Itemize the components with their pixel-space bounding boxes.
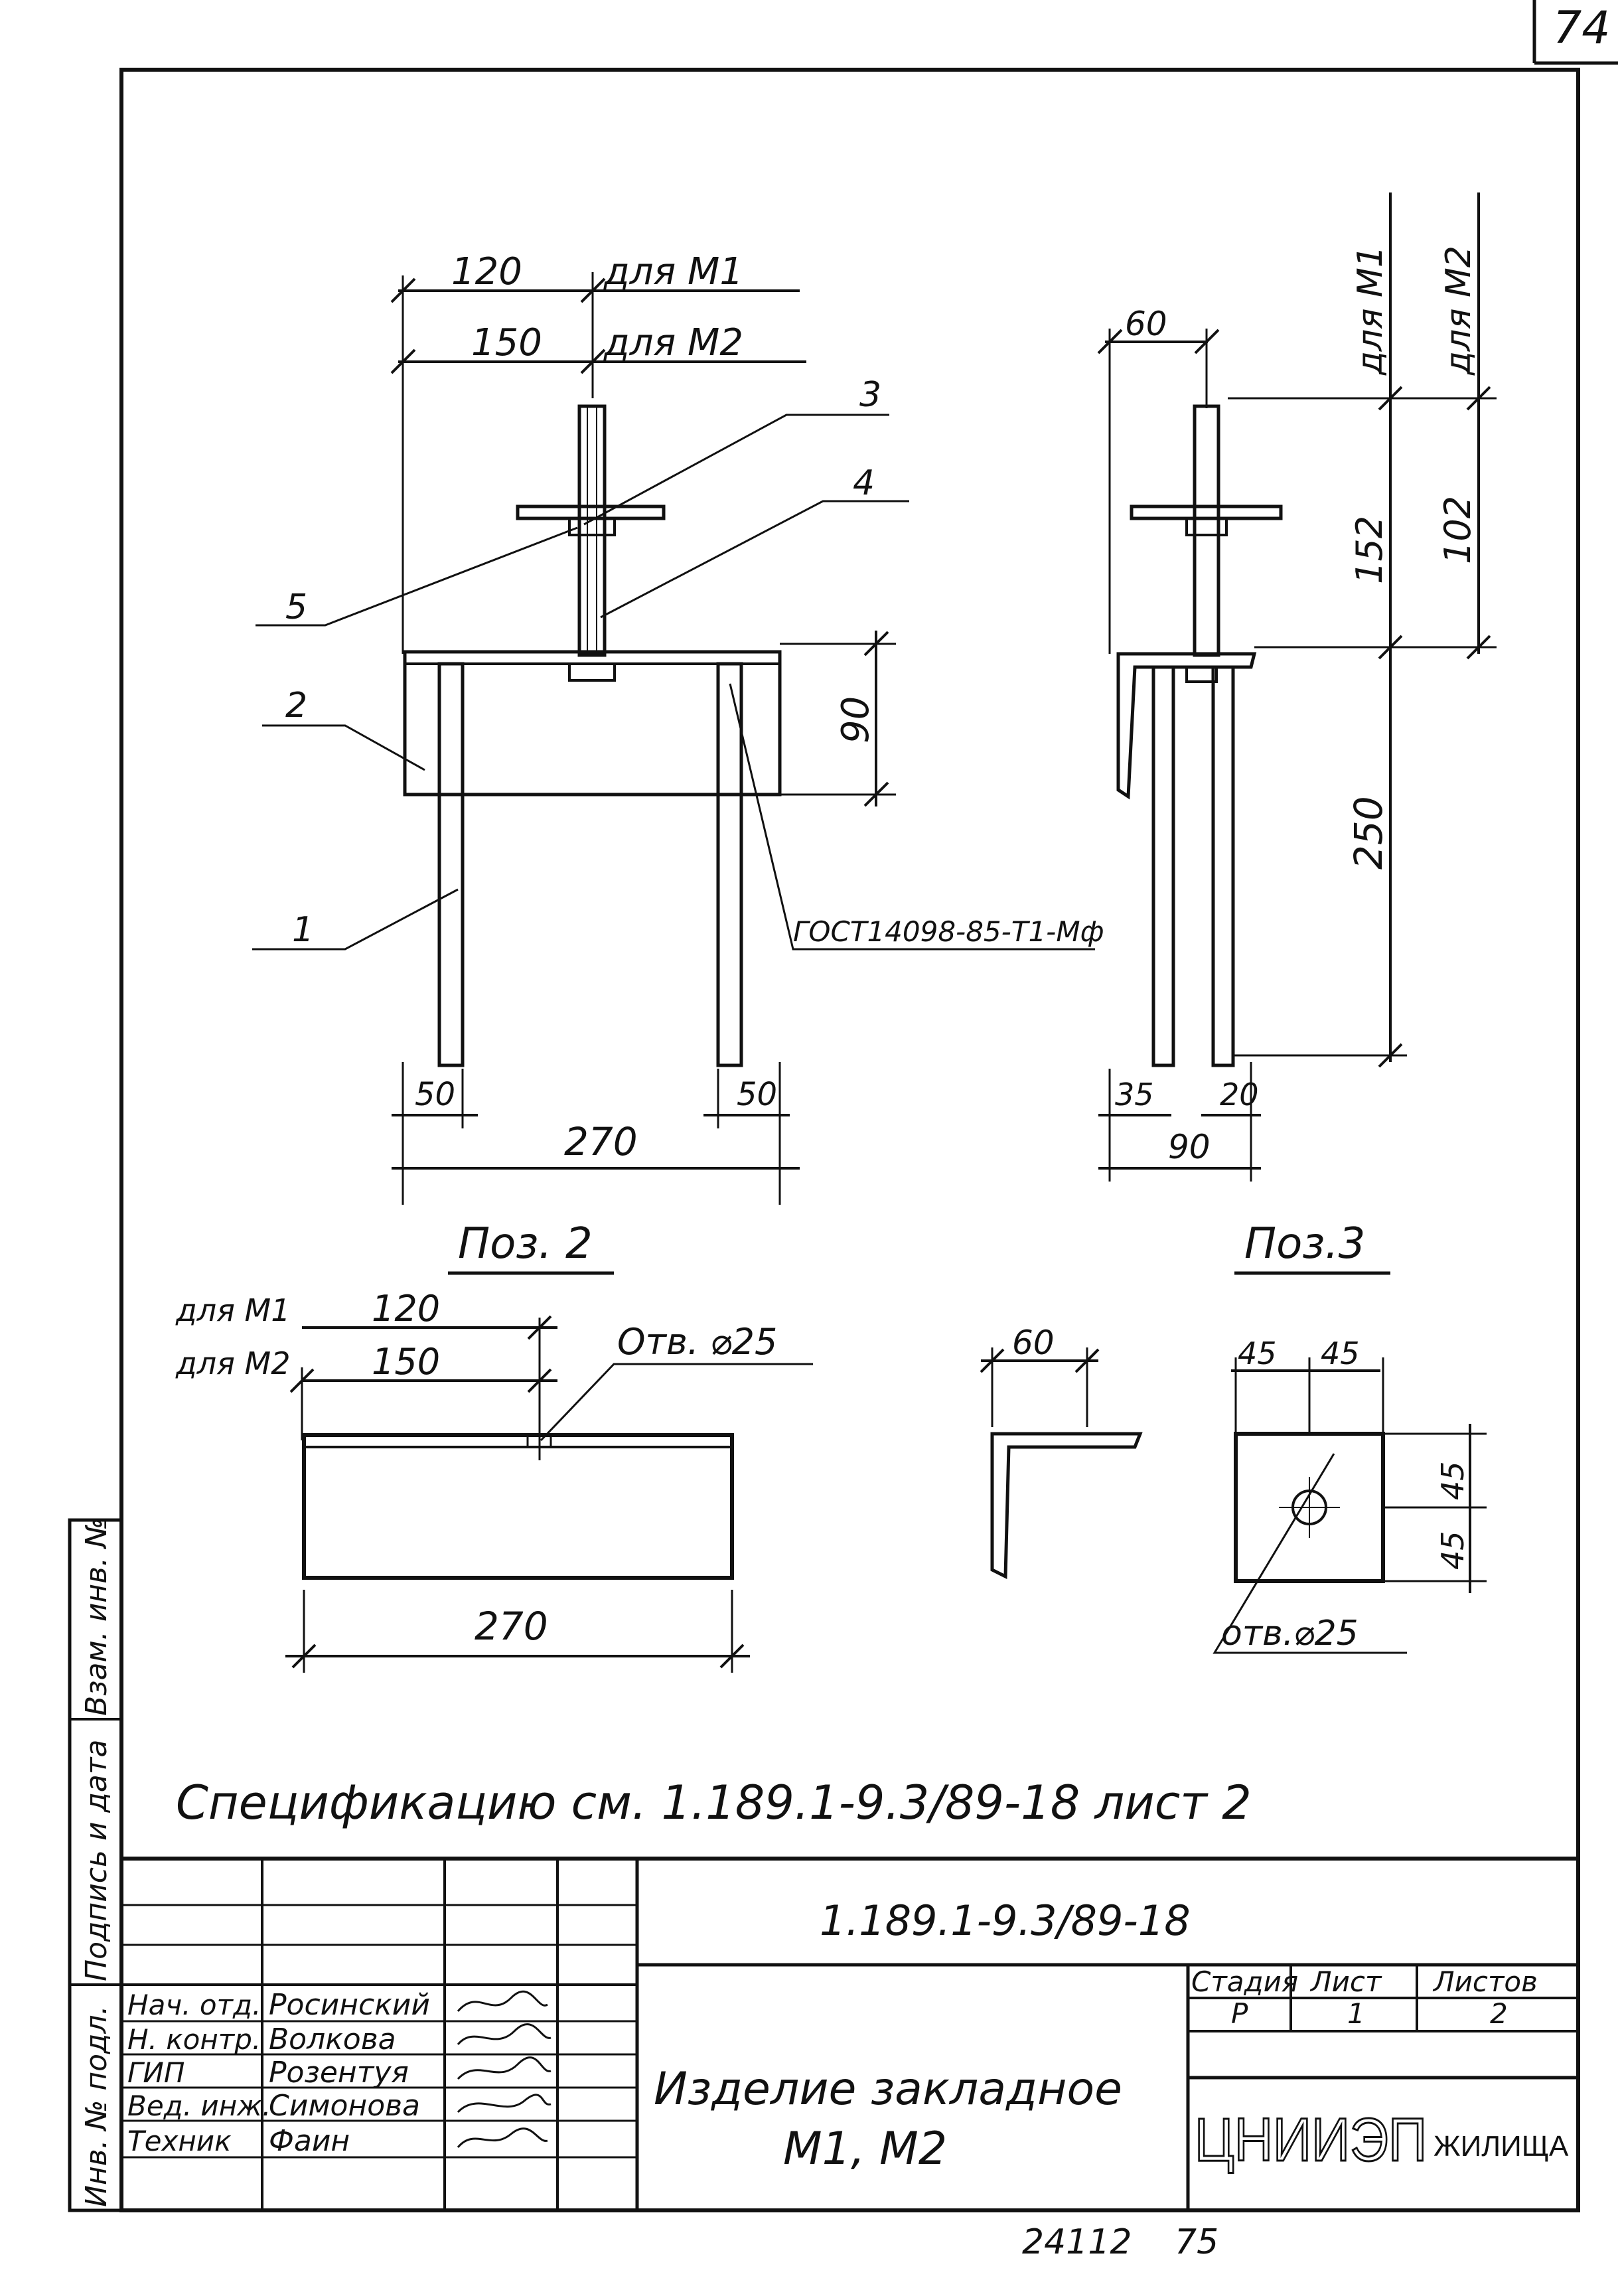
- pos-2: 2: [285, 686, 307, 726]
- poz2-dim-150: 150: [372, 1341, 440, 1383]
- angle-section: [1116, 652, 1257, 800]
- pos-3: 3: [859, 375, 881, 415]
- dim-150: 150: [471, 321, 542, 364]
- poz3-dim-45-b: 45: [1321, 1336, 1360, 1371]
- side-dim-35: 35: [1115, 1077, 1154, 1112]
- poz2-label-m1: для М1: [175, 1292, 290, 1328]
- side-view: 60 для М1 для М2 152 102 250 35 20 90: [1097, 192, 1497, 1182]
- footer-num2: 75: [1175, 2222, 1218, 2262]
- label-for-m2: для М2: [603, 321, 743, 364]
- spec-note: Спецификацию см. 1.189.1-9.3/89-18 лист …: [176, 1776, 1252, 1830]
- margin-podpis: Подпись и дата: [80, 1740, 113, 1981]
- signatures: [457, 1990, 552, 2148]
- title-block: 1.189.1-9.3/89-18 Нач. отд. Н. контр. ГИ…: [121, 1857, 1578, 2210]
- sheet-value: 1: [1347, 1997, 1365, 2030]
- page-number: 74: [1553, 2, 1611, 54]
- org-suffix: ЖИЛИЩА: [1434, 2130, 1569, 2163]
- dim-270: 270: [564, 1119, 638, 1164]
- role-3: ГИП: [127, 2056, 184, 2089]
- name-4: Симонова: [269, 2089, 420, 2123]
- pos-5: 5: [285, 587, 307, 627]
- pos-1: 1: [292, 910, 314, 950]
- margin-inv: Инв. № подл.: [80, 2005, 113, 2207]
- poz3-title: Поз.3: [1244, 1219, 1365, 1268]
- side-label-m2: для М2: [1439, 246, 1479, 376]
- name-3: Розентуя: [269, 2056, 409, 2090]
- main-view: 120 для М1 150 для М2 90 50 50 270 3 4 5…: [252, 250, 1104, 1205]
- dim-120: 120: [451, 250, 522, 293]
- role-2: Н. контр.: [127, 2023, 261, 2056]
- product-name-line1: Изделие закладное: [654, 2063, 1122, 2115]
- washer-pos3: [516, 504, 666, 520]
- nut-pos5-top: [568, 517, 616, 536]
- role-4: Вед. инж.: [127, 2090, 271, 2122]
- margin-vzam: Взам. инв. №: [80, 1517, 113, 1716]
- poz3-hole-label: отв.⌀25: [1221, 1614, 1359, 1653]
- stud-pos4: [577, 404, 607, 657]
- sheets-value: 2: [1490, 1997, 1508, 2030]
- sheet-header: Лист: [1309, 1965, 1382, 1998]
- poz3-dim-60: 60: [1012, 1324, 1055, 1362]
- poz2-dim-120: 120: [372, 1288, 440, 1330]
- side-dim-250: 250: [1346, 796, 1391, 870]
- poz2-view: Поз. 2 для М1 для М2 120 150 Отв. ⌀25 27…: [175, 1219, 813, 1673]
- poz2-label-m2: для М2: [175, 1345, 290, 1381]
- bar-right: [716, 662, 743, 1067]
- bar-left: [437, 662, 465, 1067]
- name-2: Волкова: [269, 2023, 396, 2056]
- product-name-line2: М1, М2: [783, 2123, 947, 2175]
- stage-value: Р: [1231, 1997, 1248, 2030]
- role-1: Нач. отд.: [127, 1989, 261, 2021]
- side-dim-90: 90: [1168, 1128, 1211, 1166]
- poz3-dim-45-d: 45: [1435, 1531, 1471, 1570]
- poz3-dim-45-c: 45: [1435, 1461, 1471, 1500]
- label-for-m1: для М1: [603, 250, 743, 293]
- poz3-angle: [990, 1432, 1143, 1579]
- nut-pos5-bottom: [568, 662, 616, 682]
- poz3-dim-45-a: 45: [1238, 1336, 1277, 1371]
- poz2-dim-270: 270: [475, 1604, 548, 1649]
- side-label-m1: для М1: [1351, 246, 1390, 376]
- poz3-view: Поз.3 60 45 45 45 45 отв.⌀25: [980, 1219, 1487, 1654]
- dim-50-right: 50: [737, 1076, 777, 1113]
- pos-4: 4: [853, 463, 875, 503]
- name-5: Фаин: [269, 2124, 350, 2158]
- poz2-title: Поз. 2: [458, 1219, 593, 1268]
- stage-header: Стадия: [1191, 1965, 1298, 1998]
- org-logo: ЦНИИЭП: [1195, 2106, 1427, 2174]
- sheets-header: Листов: [1432, 1965, 1538, 1998]
- role-5: Техник: [127, 2125, 232, 2157]
- side-dim-152: 152: [1349, 516, 1390, 584]
- footer-num1: 24112: [1022, 2222, 1132, 2262]
- name-1: Росинский: [269, 1988, 430, 2022]
- poz2-hole: Отв. ⌀25: [617, 1321, 777, 1363]
- dim-50-left: 50: [415, 1076, 455, 1113]
- side-dim-20: 20: [1220, 1077, 1259, 1112]
- dim-90-vertical: 90: [834, 696, 877, 743]
- title-code: 1.189.1-9.3/89-18: [820, 1896, 1191, 1945]
- gost-label: ГОСТ14098-85-Т1-Мф: [793, 915, 1104, 948]
- sheet-frame: [68, 0, 1618, 2212]
- plate-pos2: [403, 650, 782, 797]
- side-dim-60: 60: [1125, 305, 1167, 343]
- side-dim-102: 102: [1437, 496, 1479, 564]
